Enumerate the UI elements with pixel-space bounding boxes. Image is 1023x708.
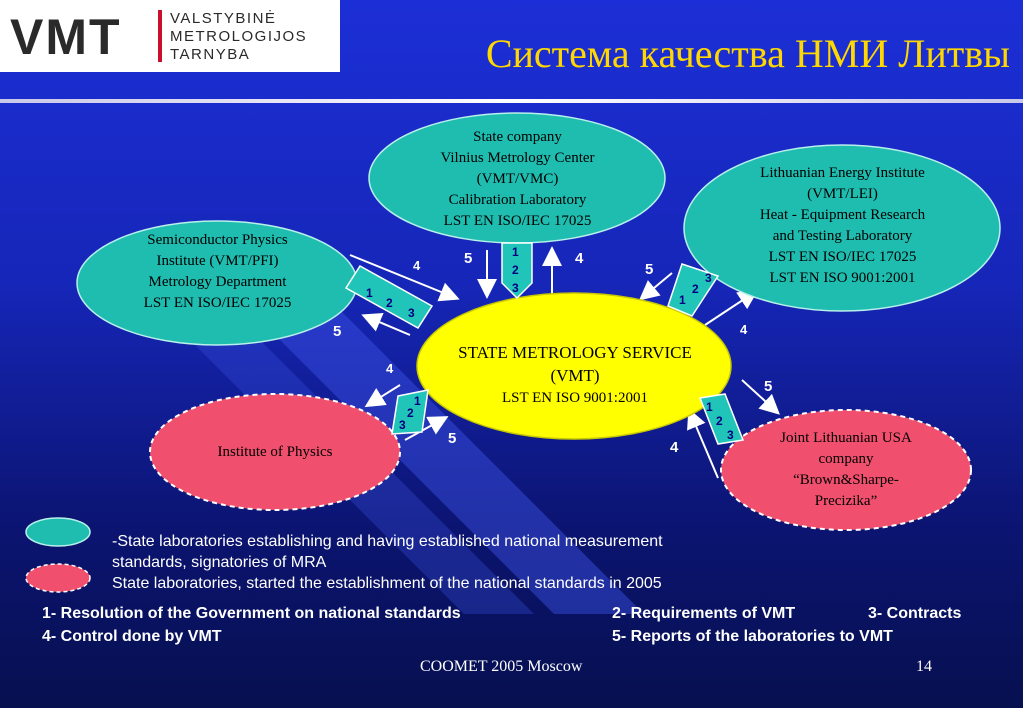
arrow-center-to-right — [704, 289, 759, 326]
node-center-label: STATE METROLOGY SERVICE (VMT) LST EN ISO… — [415, 341, 735, 410]
note-2: 2- Requirements of VMT — [612, 605, 796, 622]
node-br-label: Joint Lithuanian USA company “Brown&Shar… — [735, 428, 957, 512]
block-left-1: 1 — [366, 286, 373, 300]
legend-item-1-line-2: standards, signatories of MRA — [112, 554, 327, 571]
block-bl-1: 1 — [414, 394, 421, 408]
note-1: 1- Resolution of the Government on natio… — [42, 605, 461, 622]
block-arrow-br — [698, 393, 745, 445]
label-right-5: 5 — [645, 261, 654, 278]
node-center-line-2: (VMT) — [550, 366, 600, 385]
note-3: 3- Contracts — [868, 605, 962, 622]
block-br-2: 2 — [716, 414, 723, 428]
label-right-4: 4 — [740, 322, 748, 337]
node-center-ellipse — [416, 292, 732, 440]
logo-acronym: VMT — [10, 9, 122, 65]
arrow-bl-to-center — [404, 416, 449, 441]
node-bl-ellipse — [149, 393, 401, 511]
node-right-line-4: and Testing Laboratory — [772, 228, 913, 244]
footer-page-number: 14 — [916, 658, 932, 675]
node-top-line-1: State company — [473, 129, 562, 145]
block-right-1: 1 — [679, 293, 686, 307]
label-br-5: 5 — [764, 378, 773, 395]
node-left-line-3: Metrology Department — [148, 274, 287, 290]
block-arrow-left — [344, 265, 434, 329]
logo-line-3: TARNYBA — [170, 46, 251, 63]
legend-item-1: -State laboratories establishing and hav… — [112, 531, 663, 573]
label-top-4: 4 — [575, 250, 584, 267]
diagram — [25, 112, 1001, 614]
label-bl-4: 4 — [386, 361, 394, 376]
node-top-line-3: (VMT/VMC) — [476, 171, 559, 187]
arrow-center-to-bl — [364, 384, 401, 408]
footer-event: COOMET 2005 Moscow — [420, 658, 583, 675]
block-top-1: 1 — [512, 245, 519, 259]
arrow-center-to-br — [741, 379, 780, 415]
block-right-2: 2 — [692, 282, 699, 296]
node-bl-label: Institute of Physics — [165, 442, 385, 463]
logo: VMT VALSTYBINĖ METROLOGIJOS TARNYBA — [0, 0, 340, 72]
arrow-center-to-left — [361, 313, 411, 336]
block-arrow-right — [667, 263, 720, 317]
block-bl-2: 2 — [407, 406, 414, 420]
node-left-line-1: Semiconductor Physics — [147, 232, 288, 248]
node-top-line-5: LST EN ISO/IEC 17025 — [443, 213, 592, 229]
title-divider — [0, 99, 1023, 103]
node-br-line-4: Precizika” — [814, 493, 878, 509]
node-bl-line-1: Institute of Physics — [217, 444, 333, 460]
node-top-label: State company Vilnius Metrology Center (… — [375, 127, 660, 232]
node-top-line-2: Vilnius Metrology Center — [440, 150, 595, 166]
node-left-line-2: Institute (VMT/PFI) — [156, 253, 279, 269]
label-left-4: 4 — [413, 258, 421, 273]
block-top-3: 3 — [512, 281, 519, 295]
node-right-ellipse — [683, 144, 1001, 312]
block-arrow-top — [501, 242, 533, 300]
block-right-3: 3 — [705, 271, 712, 285]
block-br-1: 1 — [706, 400, 713, 414]
block-br-3: 3 — [727, 428, 734, 442]
legend-teal-swatch — [25, 517, 91, 547]
node-right-line-3: Heat - Equipment Research — [759, 207, 926, 223]
node-right-line-6: LST EN ISO 9001:2001 — [769, 270, 916, 286]
block-top-2: 2 — [512, 263, 519, 277]
node-br-line-1: Joint Lithuanian USA — [780, 430, 912, 446]
node-right-line-5: LST EN ISO/IEC 17025 — [768, 249, 917, 265]
logo-divider — [158, 10, 162, 62]
label-left-5: 5 — [333, 323, 342, 340]
note-5: 5- Reports of the laboratories to VMT — [612, 628, 893, 645]
legend-item-2: State laboratories, started the establis… — [112, 575, 662, 592]
node-right-line-1: Lithuanian Energy Institute — [760, 165, 925, 181]
node-left-line-4: LST EN ISO/IEC 17025 — [143, 295, 292, 311]
node-br-ellipse — [720, 409, 972, 531]
bg-stripe-1 — [240, 300, 644, 614]
block-left-2: 2 — [386, 296, 393, 310]
node-top-line-4: Calibration Laboratory — [448, 192, 587, 208]
arrow-right-to-center — [638, 272, 673, 301]
page-title: Система качества НМИ Литвы — [485, 31, 1010, 76]
logo-line-1: VALSTYBINĖ — [170, 10, 277, 27]
node-center-line-1: STATE METROLOGY SERVICE — [458, 343, 692, 362]
label-bl-5: 5 — [448, 430, 457, 447]
label-br-4: 4 — [670, 439, 679, 456]
block-arrow-bl — [391, 389, 429, 435]
node-left-label: Semiconductor Physics Institute (VMT/PFI… — [90, 230, 345, 314]
node-br-line-3: “Brown&Sharpe- — [793, 472, 899, 488]
note-4: 4- Control done by VMT — [42, 628, 222, 645]
logo-line-2: METROLOGIJOS — [170, 28, 308, 45]
block-left-3: 3 — [408, 306, 415, 320]
node-br-line-2: company — [818, 451, 874, 467]
legend-item-1-line-1: -State laboratories establishing and hav… — [112, 533, 663, 550]
arrow-left-to-center — [349, 254, 460, 302]
node-right-line-2: (VMT/LEI) — [807, 186, 878, 202]
legend-pink-swatch — [25, 563, 91, 593]
node-center-line-3: LST EN ISO 9001:2001 — [502, 390, 648, 406]
node-right-label: Lithuanian Energy Institute (VMT/LEI) He… — [700, 163, 985, 289]
arrow-br-to-center — [687, 408, 719, 479]
block-bl-3: 3 — [399, 418, 406, 432]
label-top-5: 5 — [464, 250, 473, 267]
